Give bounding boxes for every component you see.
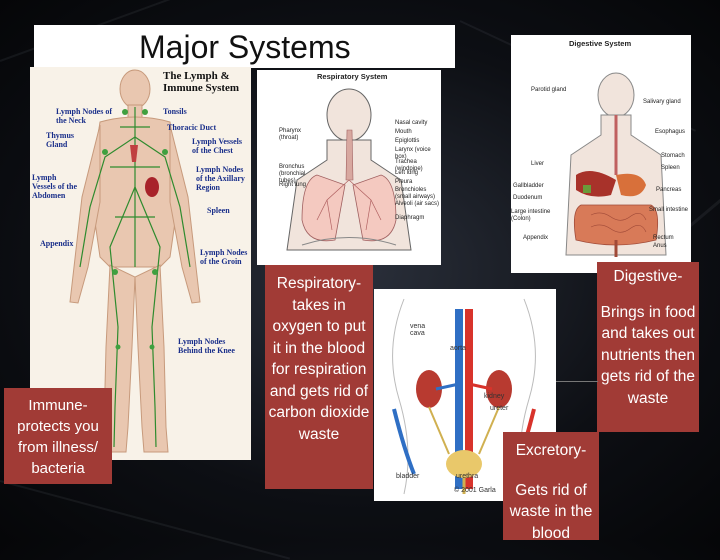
dig-right-label: Anus (653, 243, 667, 249)
label-axillary: Lymph Nodes of the Axillary Region (196, 165, 245, 192)
background-streak (0, 480, 291, 560)
dig-right-label: Small intestine (649, 207, 689, 213)
dig-right-label: Stomach (661, 153, 685, 159)
resp-right-label: Diaphragm (395, 215, 425, 221)
urinary-label: urethra (456, 473, 479, 480)
resp-right-label: Mouth (395, 129, 412, 135)
lymph-title-line2: Immune System (163, 82, 240, 94)
label-vessels-chest: Lymph Vessels of the Chest (192, 137, 243, 155)
label-lymph-neck: Lymph Nodes of the Neck (56, 107, 113, 125)
resp-right-label: Epiglottis (395, 138, 420, 144)
digestive-illustration (565, 72, 667, 257)
resp-right-label: Pleura (395, 179, 413, 185)
excretory-caption-body: Gets rid of waste in the blood (509, 481, 593, 542)
excretory-caption: Excretory- Gets rid of waste in the bloo… (503, 432, 599, 542)
digestive-caption: Digestive- Brings in food and takes out … (597, 262, 699, 432)
lymph-title-line1: The Lymph & (163, 70, 230, 82)
dig-left-label: Duodenum (513, 195, 543, 201)
copyright-note: © 2001 Garla (454, 487, 496, 494)
resp-left-label: Bronchus (bronchial tubes) (279, 164, 306, 184)
label-appendix: Appendix (40, 239, 74, 248)
dig-right-label: Spleen (661, 165, 680, 171)
urinary-label: ureter (490, 405, 509, 412)
digestive-caption-head: Digestive- (613, 268, 683, 285)
dig-left-label: Large intestine (Colon) (511, 209, 551, 222)
title-box: Major Systems (34, 25, 455, 68)
urinary-label: kidney (484, 393, 505, 400)
resp-left-label: Pharynx (throat) (279, 128, 302, 141)
label-thymus: Thymus Gland (46, 131, 75, 149)
excretory-caption-head: Excretory- (515, 442, 587, 459)
immune-caption: Immune- protects you from illness/ bacte… (4, 388, 112, 484)
dig-right-label: Salivary gland (643, 99, 681, 105)
respiratory-caption: Respiratory- takes in oxygen to put it i… (265, 265, 373, 489)
resp-left-label: Right lung (279, 182, 307, 188)
resp-right-label: Larynx (voice box) (395, 147, 431, 160)
dig-right-label: Rectum (653, 235, 674, 241)
dig-left-label: Appendix (523, 235, 549, 241)
dig-left-label: Gallbladder (513, 183, 544, 189)
resp-right-label: Trachea (windpipe) (395, 159, 423, 172)
connector-arrow (556, 381, 598, 382)
lymph-diagram-title: The Lymph & Immune System (163, 70, 239, 94)
respiratory-caption-text: Respiratory- takes in oxygen to put it i… (268, 275, 370, 443)
resp-right-label: Left lung (395, 170, 419, 176)
respiratory-diagram-title: Respiratory System (317, 72, 388, 81)
resp-right-label: Bronchioles (small airways) (395, 187, 436, 200)
digestive-caption-body: Brings in food and takes out nutrients t… (600, 303, 696, 407)
label-knee: Lymph Nodes Behind the Knee (178, 337, 235, 355)
digestive-diagram: Digestive System Parotid gland Liver Gal… (511, 35, 691, 273)
resp-right-label: Alveoli (air sacs) (395, 201, 440, 207)
resp-right-label: Nasal cavity (395, 120, 428, 126)
lymph-diagram: The Lymph & Immune System (30, 67, 251, 460)
urinary-label: aorta (450, 345, 466, 352)
urinary-label: vena cava (410, 323, 426, 337)
urinary-label: bladder (396, 473, 420, 480)
label-groin: Lymph Nodes of the Groin (200, 248, 248, 266)
respiratory-illustration (286, 88, 412, 251)
slide-title: Major Systems (139, 29, 351, 65)
dig-left-label: Parotid gland (531, 87, 567, 93)
dig-left-label: Liver (531, 161, 545, 167)
label-abdomen: Lymph Vessels of the Abdomen (32, 173, 78, 200)
label-thoracic-duct: Thoracic Duct (167, 123, 217, 132)
digestive-diagram-title: Digestive System (569, 39, 632, 48)
dig-right-label: Pancreas (656, 187, 682, 193)
immune-caption-text: Immune- protects you from illness/ bacte… (17, 397, 99, 477)
respiratory-diagram: Respiratory System Pharynx (throat) Bron… (257, 70, 441, 265)
dig-right-label: Esophagus (655, 129, 686, 135)
label-spleen: Spleen (207, 206, 230, 215)
label-tonsils: Tonsils (163, 107, 187, 116)
